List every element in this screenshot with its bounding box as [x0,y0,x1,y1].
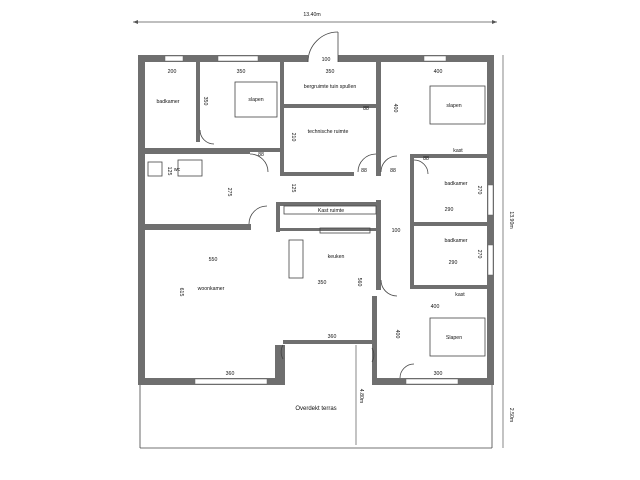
dim-400-d: 400 [394,330,400,339]
interior-walls [138,62,487,385]
window-bottom-1 [194,378,268,385]
dim-125-b: 125 [290,184,296,193]
room-technische: technische ruimte [308,129,349,135]
room-terras: Overdekt terras [295,406,336,412]
front-door-swing [307,31,339,63]
dim-125-a: 125 [166,167,172,176]
right-depth-label: 13.90m [508,211,514,228]
window-right-2 [487,244,494,276]
dim-88-b: 88 [258,152,264,158]
dim-360-b: 360 [226,371,235,377]
sink-wc [177,159,203,177]
dim-350-b: 350 [326,69,335,75]
terrace-depth-label: 2.50m [508,408,514,422]
room-kast-1: kast [453,148,463,154]
dim-615: 615 [178,288,184,297]
room-berging: bergruimte tuin spullen [304,84,357,90]
bed-slapen-bottom-right [429,317,486,357]
room-slapen-bottom-right: Slapen [446,335,462,341]
dim-88-d: 88 [390,168,396,174]
dim-210: 210 [290,133,296,142]
door-swings [199,129,429,379]
kast-ruimte-cabinets [283,205,377,215]
dim-88-c: 88 [361,168,367,174]
center-depth-label: 4.80m [358,389,364,403]
room-badkamer-right-2: badkamer [444,238,467,244]
dim-290-b: 290 [449,260,458,266]
dim-270-a: 270 [476,186,482,195]
room-kast-2: kast [455,292,465,298]
bed-slapen-top-right [429,85,486,125]
room-woonkamer: woonkamer [198,286,225,292]
window-top-2 [217,55,259,62]
room-keuken: keuken [328,254,345,260]
room-badkamer-right-1: badkamer [444,181,467,187]
dim-400-c: 400 [431,304,440,310]
dim-100-b: 100 [392,228,401,234]
dim-300: 300 [434,371,443,377]
top-width-label: 13.40m [303,12,320,18]
top-dimension: 13.40m [133,12,497,24]
dim-400-b: 400 [392,104,398,113]
room-kast-ruimte: Kast ruimte [318,208,344,214]
dim-270-b: 270 [476,250,482,259]
toilet [147,161,163,177]
dim-290-a: 290 [445,207,454,213]
dim-88-e: 88 [423,156,429,162]
dim-360-a: 360 [328,334,337,340]
dim-100: 100 [322,57,331,63]
dim-275: 275 [226,188,232,197]
window-top-1 [164,55,184,62]
dim-88-a: 88 [363,106,369,112]
dim-200: 200 [168,69,177,75]
dim-350-d: 350 [318,280,327,286]
bed-slapen [234,81,278,118]
right-dimension: 13.90m 2.50m [502,55,514,448]
room-badkamer: badkamer [156,99,179,105]
room-wc: wc [174,167,181,173]
room-slapen-small: slapen [248,97,263,103]
kitchen-island [288,239,304,279]
room-slapen-top-right: slapen [446,103,461,109]
dim-550: 550 [209,257,218,263]
dim-400-a: 400 [434,69,443,75]
kitchen-counter [319,227,371,234]
window-top-3 [423,55,447,62]
dim-560: 560 [356,278,362,287]
dim-350-a: 350 [237,69,246,75]
dim-350-c: 350 [202,97,208,106]
window-bottom-2 [405,378,459,385]
window-right-1 [487,184,494,216]
terrace [139,345,493,449]
